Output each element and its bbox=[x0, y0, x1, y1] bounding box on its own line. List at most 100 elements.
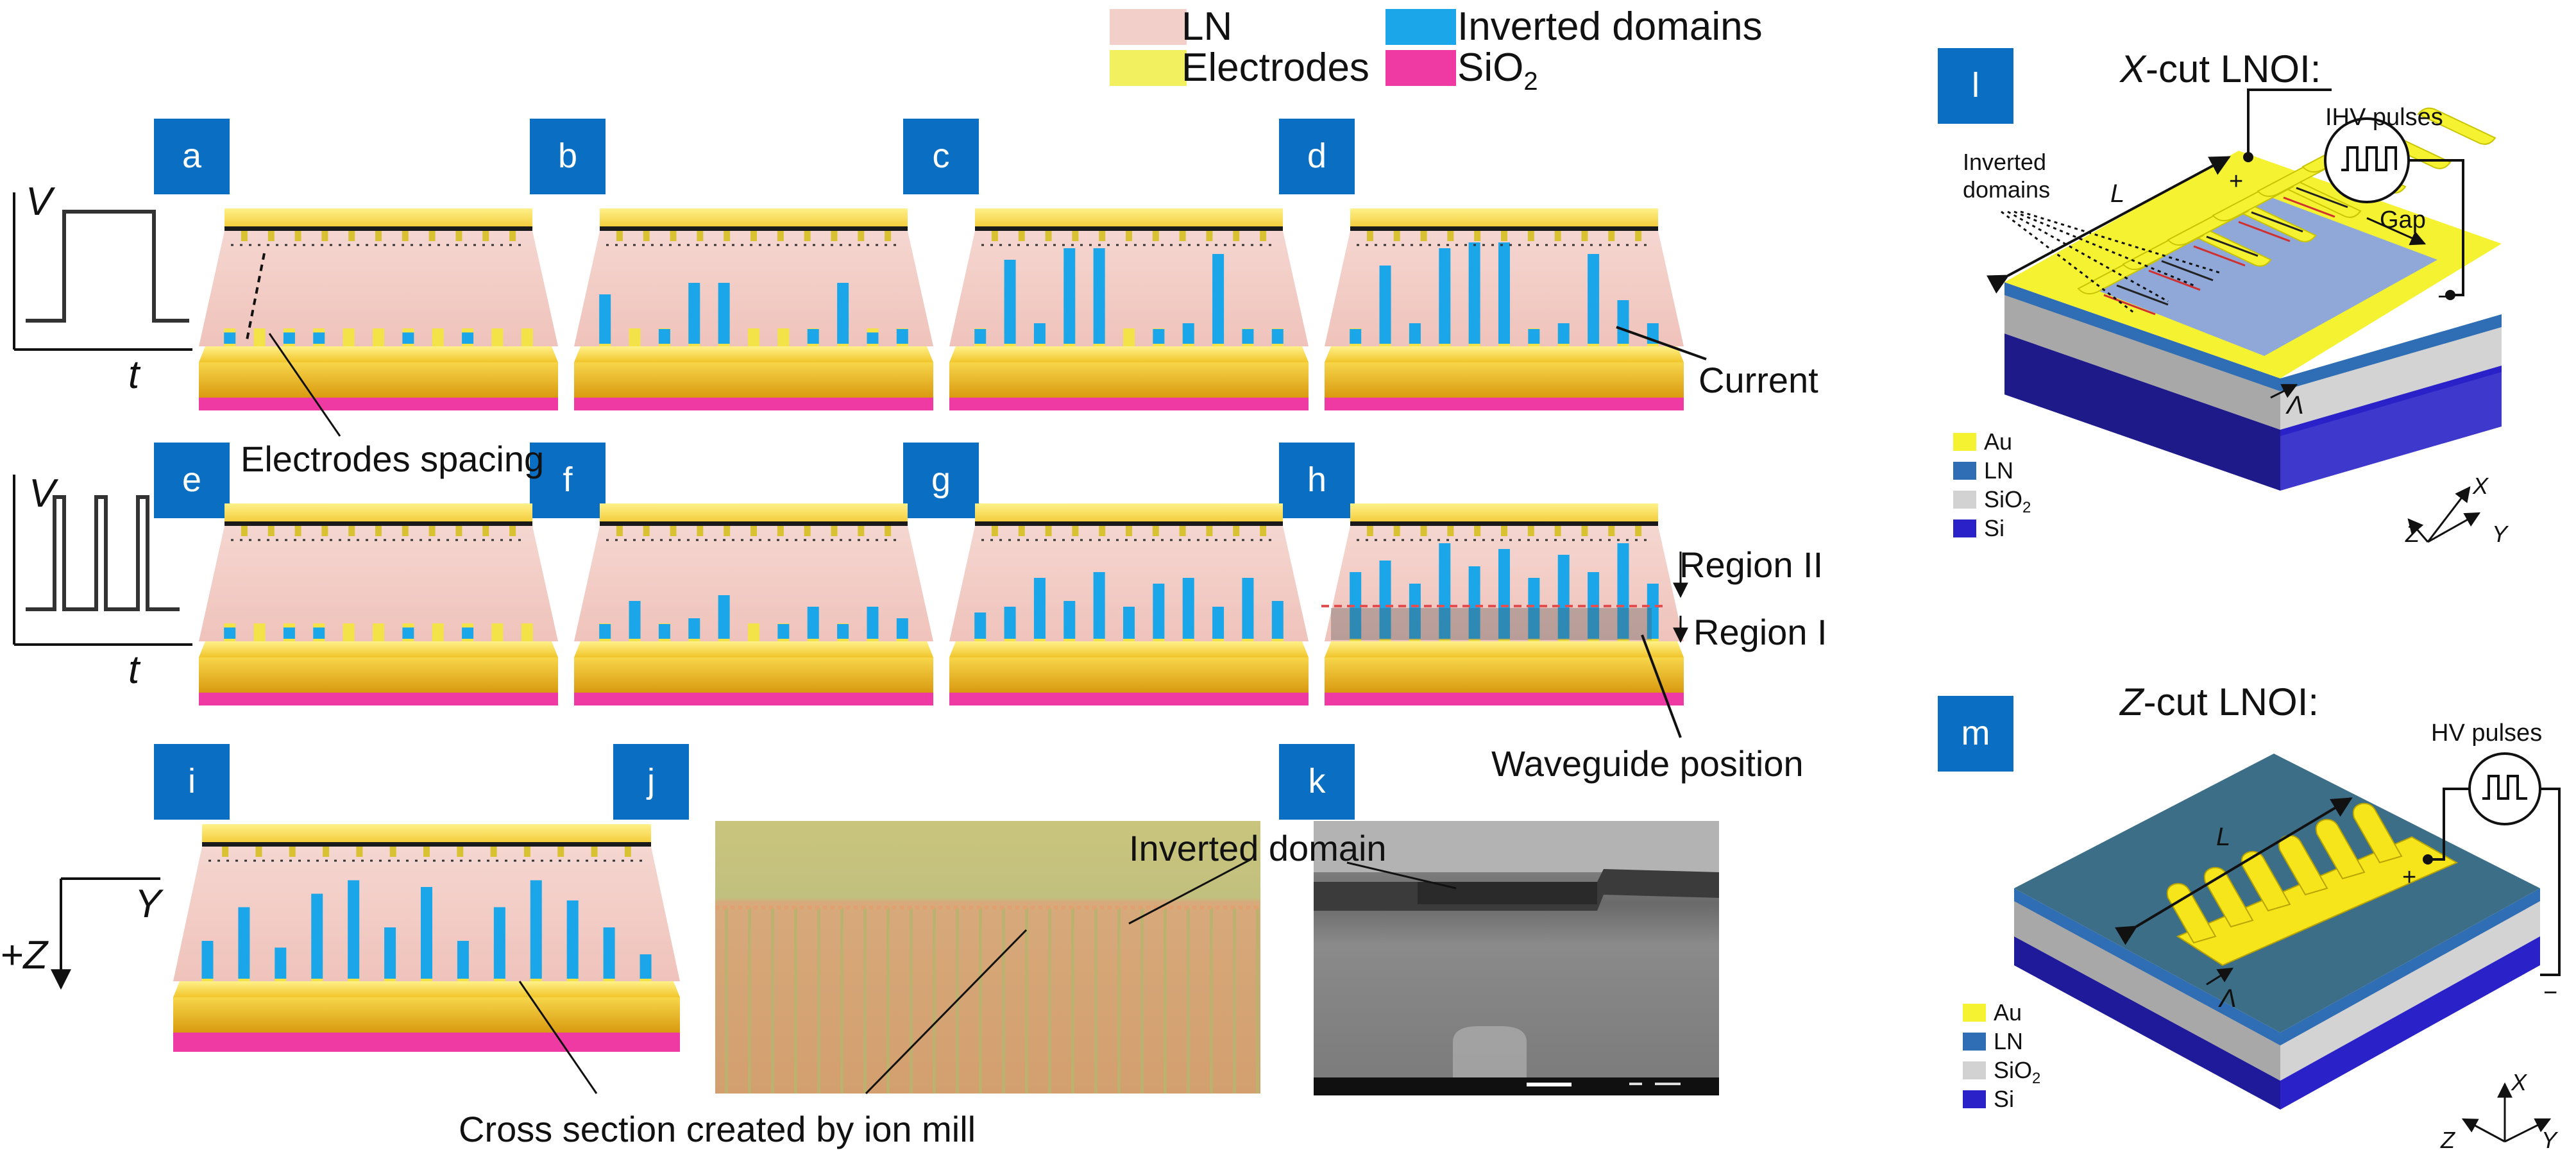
xcut-inverted-line2: domains bbox=[1963, 176, 2050, 203]
legend-label-ln: LN bbox=[1182, 4, 1232, 49]
panel-letter-b: b bbox=[558, 137, 577, 175]
inverted-domain bbox=[658, 329, 670, 344]
inverted-domain bbox=[1498, 242, 1510, 344]
inverted-domain bbox=[807, 607, 819, 639]
inverted-domain bbox=[1439, 543, 1451, 639]
legend-label-inverted-domains: Inverted domains bbox=[1457, 4, 1763, 49]
zcut-pulses-label: HV pulses bbox=[2431, 720, 2542, 747]
bottom-electrode bbox=[949, 362, 1309, 398]
axis-y-label: Y bbox=[135, 882, 164, 926]
inverted-domain bbox=[896, 329, 908, 344]
inverted-domain bbox=[599, 294, 611, 344]
inverted-domain bbox=[224, 332, 236, 344]
label-electrodes-spacing: Electrodes spacing bbox=[241, 439, 544, 479]
panel-badge-m: m bbox=[1938, 696, 2013, 772]
xcut-axis-y: Y bbox=[2492, 521, 2509, 547]
inverted-domain bbox=[974, 329, 987, 344]
inverted-domain bbox=[974, 612, 987, 639]
inverted-domain bbox=[1153, 329, 1165, 344]
bottom-electrode bbox=[173, 997, 680, 1033]
inverted-domain bbox=[1182, 323, 1194, 344]
single-pulse-inset: V t bbox=[13, 180, 192, 397]
inverted-domain bbox=[1212, 254, 1224, 344]
zcut-plus: + bbox=[2402, 864, 2416, 891]
inverted-domain bbox=[688, 283, 700, 344]
pulse2-axis-t: t bbox=[128, 648, 141, 692]
inverted-domain bbox=[1242, 578, 1254, 639]
inverted-domain bbox=[238, 907, 250, 979]
inverted-domain bbox=[1153, 584, 1165, 639]
zcut-period-label: Λ bbox=[2218, 984, 2237, 1013]
inverted-domain bbox=[1063, 601, 1076, 639]
panel-letter-f: f bbox=[563, 460, 573, 499]
bottom-electrode bbox=[199, 362, 558, 398]
zcut-axis-x: X bbox=[2511, 1069, 2528, 1095]
inverted-domain bbox=[201, 941, 214, 979]
inverted-domain bbox=[1212, 607, 1224, 639]
inverted-domain bbox=[1557, 323, 1570, 344]
inverted-domain bbox=[313, 627, 325, 639]
inverted-domain bbox=[1004, 260, 1016, 344]
inverted-domain bbox=[603, 927, 615, 979]
inverted-domain bbox=[313, 332, 325, 344]
inverted-domain bbox=[457, 941, 469, 979]
inverted-domain bbox=[1617, 300, 1629, 344]
label-region-i: Region I bbox=[1693, 612, 1827, 652]
legend: LN Electrodes Inverted domains SiO2 bbox=[1110, 4, 1763, 96]
inverted-domain bbox=[1588, 254, 1600, 344]
zcut-axis-y: Y bbox=[2541, 1127, 2559, 1153]
inverted-domain bbox=[224, 627, 236, 639]
legend-item-inverted-domains: Inverted domains bbox=[1385, 4, 1763, 49]
inverted-domain bbox=[1528, 578, 1540, 639]
material-label-2: SiO2 bbox=[1994, 1057, 2040, 1087]
ln-body bbox=[199, 526, 558, 641]
inverted-domain bbox=[493, 907, 505, 979]
axis-z-label: +Z bbox=[0, 933, 49, 977]
inverted-domain bbox=[1033, 323, 1046, 344]
device-h bbox=[1325, 503, 1684, 705]
inverted-domain bbox=[402, 627, 414, 639]
micrograph-stripes bbox=[715, 906, 1260, 1094]
inverted-domain bbox=[1617, 543, 1629, 639]
panel-letter-l: l bbox=[1972, 66, 1979, 105]
panel-letter-i: i bbox=[188, 762, 196, 800]
inverted-domain bbox=[1004, 607, 1016, 639]
pulse-axis-v: V bbox=[26, 180, 56, 224]
inverted-domain bbox=[1123, 607, 1135, 639]
inverted-domain bbox=[1379, 561, 1391, 639]
inverted-domain bbox=[1242, 329, 1254, 344]
label-inverted-domain: Inverted domain bbox=[1129, 828, 1387, 868]
material-label-3: Si bbox=[1984, 515, 2004, 541]
zcut-device: Z-cut LNOI: HV pulses + − L Λ AuLNSiO2Si… bbox=[1963, 680, 2561, 1153]
inverted-domain bbox=[718, 283, 730, 344]
inverted-domain bbox=[311, 893, 323, 979]
inverted-domain bbox=[1409, 323, 1421, 344]
inverted-domain bbox=[777, 624, 790, 639]
device-i bbox=[173, 824, 680, 1052]
inverted-domain bbox=[1528, 329, 1540, 344]
panel-badge-j: j bbox=[613, 744, 689, 820]
xcut-length-label: L bbox=[2110, 180, 2124, 208]
zcut-minus: − bbox=[2543, 979, 2557, 1006]
legend-item-electrodes: Electrodes bbox=[1110, 46, 1369, 90]
xcut-device: X-cut LNOI: IHV pulses + − L Gap Λ In bbox=[1953, 47, 2509, 547]
inverted-domain bbox=[837, 624, 849, 639]
inverted-domain bbox=[1093, 572, 1105, 639]
panel-badge-e: e bbox=[154, 443, 230, 518]
xcut-axis-x: X bbox=[2472, 473, 2489, 499]
inverted-domain bbox=[807, 329, 819, 344]
ln-body bbox=[199, 231, 558, 346]
multi-pulse-inset: V t bbox=[13, 471, 192, 692]
bottom-electrode bbox=[1325, 657, 1684, 693]
device-c bbox=[949, 208, 1309, 410]
inverted-domain bbox=[629, 601, 641, 639]
device-a bbox=[199, 208, 558, 410]
panel-letter-d: d bbox=[1307, 137, 1326, 175]
panel-k-sem bbox=[1314, 821, 1719, 1095]
inverted-domain bbox=[640, 954, 652, 979]
material-label-1: LN bbox=[1994, 1028, 2023, 1054]
xcut-title: X-cut LNOI: bbox=[2119, 47, 2321, 90]
material-label-1: LN bbox=[1984, 457, 2013, 484]
inverted-domain bbox=[896, 618, 908, 639]
inverted-domain bbox=[1409, 584, 1421, 639]
